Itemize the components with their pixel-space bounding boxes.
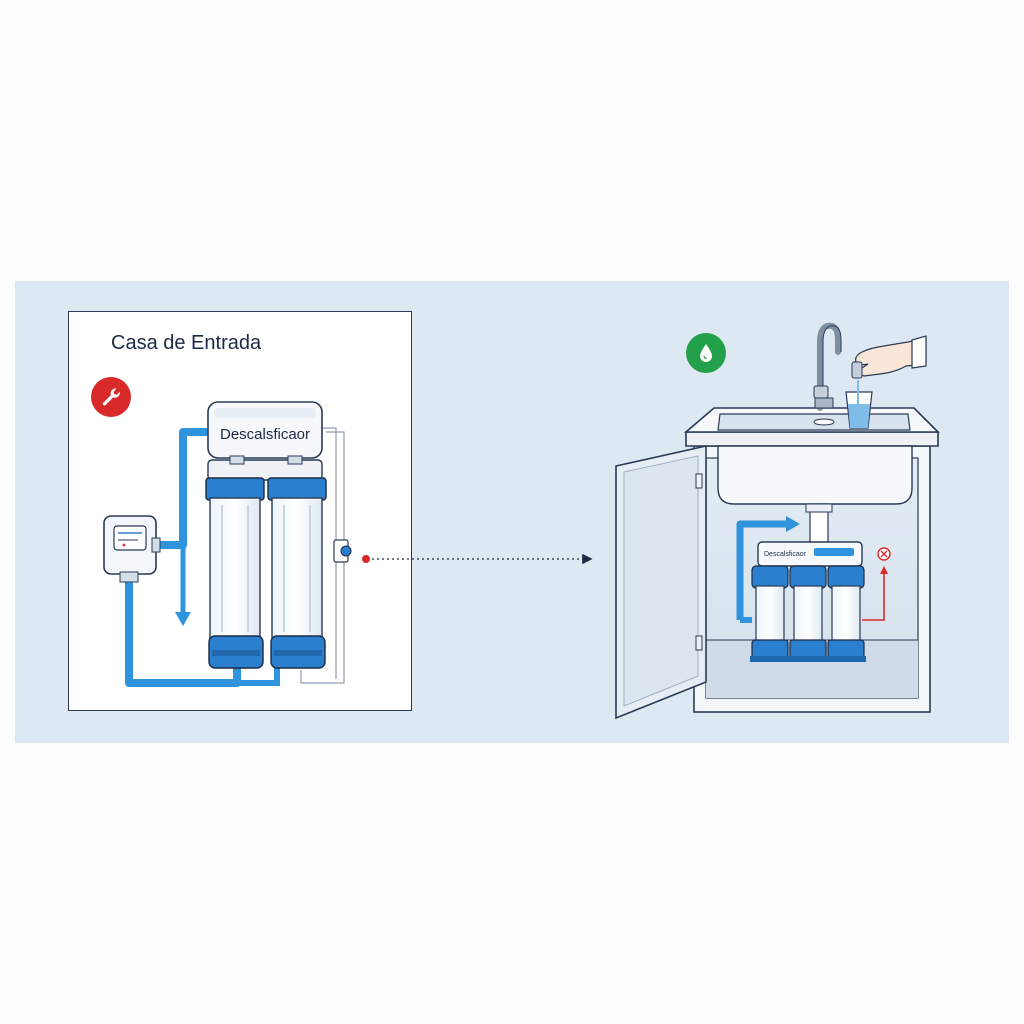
left-pipes: [125, 427, 345, 688]
blocked-icon: [877, 547, 891, 561]
unit-label: Descalsficaor: [764, 551, 807, 558]
faucet: [813, 322, 842, 411]
hand-illustration: [851, 335, 927, 379]
softener-tanks: [205, 477, 327, 669]
panel-title: Casa de Entrada: [111, 332, 262, 354]
softener-label: Descalsficaor: [220, 426, 310, 443]
water-glass: [845, 380, 873, 429]
bypass-valve: [333, 539, 352, 563]
under-sink-pipes: [736, 516, 888, 623]
under-sink-filter-unit: Descalsficaor: [750, 541, 866, 662]
water-drop-icon: [700, 344, 712, 362]
water-meter: [103, 515, 161, 583]
wrench-icon: [102, 388, 120, 406]
softener-head: Descalsficaor: [207, 401, 323, 481]
water-drop-badge: [686, 333, 726, 373]
wrench-badge: [91, 377, 131, 417]
connector-arrow: [362, 553, 593, 565]
